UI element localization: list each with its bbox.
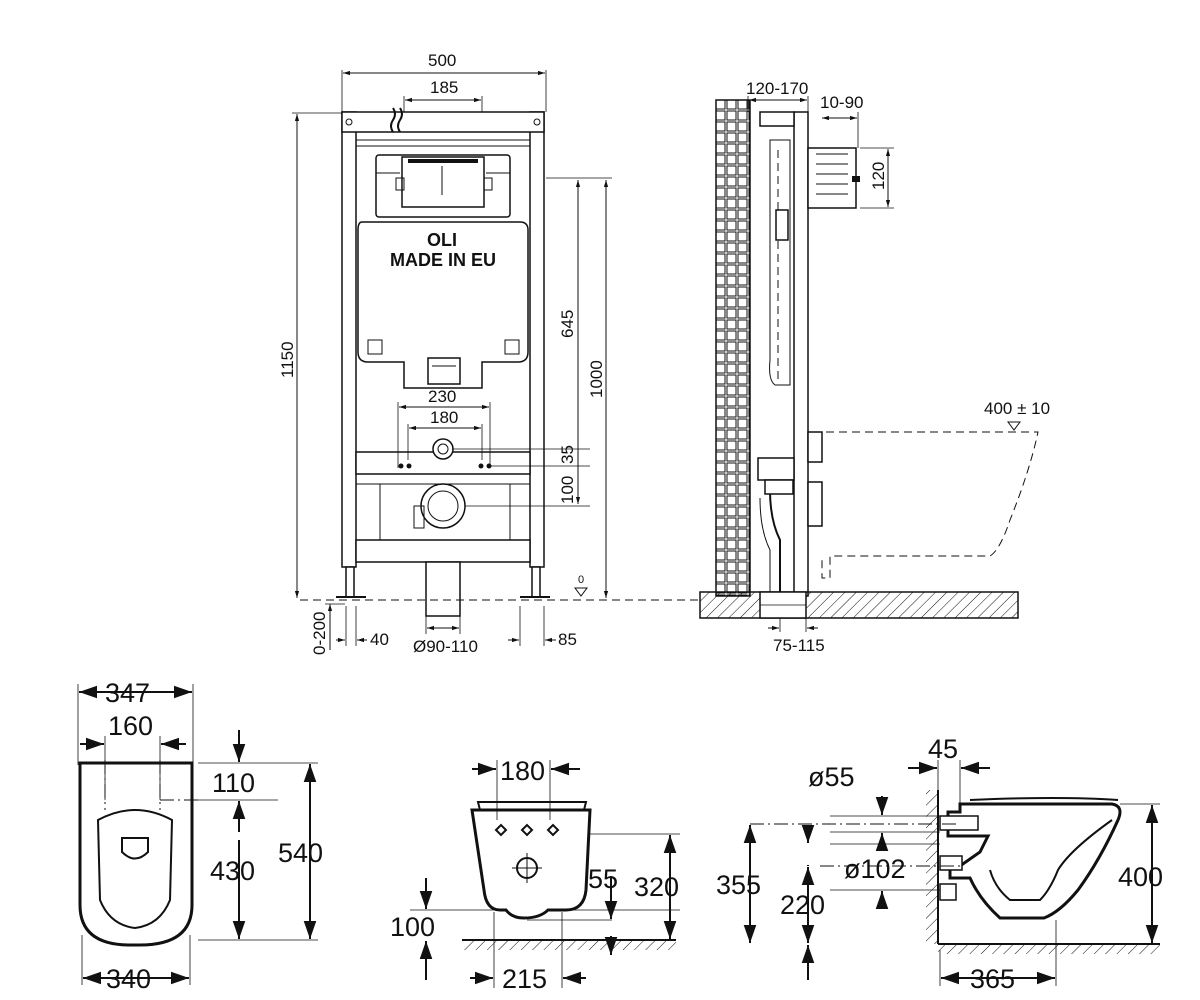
bowl-top-view: 347 160 110 430 540 340 [77,678,323,994]
dim-width-top: 185 [430,78,458,97]
dim-side-height-total: 355 [716,870,761,900]
dim-plate-height: 645 [558,310,577,338]
dim-bolt-inner: 180 [430,408,458,427]
dim-width-total: 500 [428,51,456,70]
dim-bolt-outer: 230 [428,387,456,406]
frame-side-view: 120-170 10-90 120 400 ± 10 75-115 [699,79,1050,655]
dim-side-inlet-diameter: ø55 [808,762,855,792]
dim-height-total: 1150 [278,341,297,378]
dim-floor-adjust: 0-200 [310,612,329,655]
dim-bowl-width-bottom: 340 [106,964,151,994]
dim-foot-left: 40 [370,630,389,649]
dim-back-base-width: 215 [502,964,547,994]
dim-side-outlet-diameter: ø102 [844,854,906,884]
dim-box-height: 120 [869,162,888,190]
dim-bowl-width-top: 347 [105,678,150,708]
dim-back-floor: 100 [390,912,435,942]
dim-back-height: 320 [634,872,679,902]
dim-offset: 10-90 [820,93,863,112]
dim-bowl-holes: 160 [108,711,153,741]
dim-side-outlet-height: 220 [780,890,825,920]
dim-bowl-hole-offset: 110 [212,768,255,798]
dim-bowl-length: 540 [278,838,323,868]
frame-logo-brand: OLI [427,230,457,250]
dim-bowl-inner: 430 [210,856,255,886]
dim-side-rim-height: 400 [1118,862,1163,892]
dim-bowl-projection: 400 ± 10 [984,399,1050,418]
bowl-back-view: 180 55 320 100 215 [390,756,680,994]
dim-side-depth: 365 [970,964,1015,994]
dim-back-pipe-offset: 55 [588,864,618,894]
dim-side-wall-gap: 45 [928,734,958,764]
dim-outlet-height: 1000 [587,360,606,398]
bowl-side-view: 45 ø55 ø102 355 220 400 [716,734,1163,994]
zero-mark: 0 [578,574,584,586]
dim-wall-depth: 120-170 [746,79,808,98]
dim-pipe-diameter: Ø90-110 [413,637,478,656]
dim-drain-height: 100 [558,476,577,504]
dim-back-bolts: 180 [500,756,545,786]
frame-front-view: 500 185 OLI MADE IN EU [278,51,700,656]
dim-foot-right: 85 [558,630,577,649]
frame-logo-origin: MADE IN EU [390,250,496,270]
dim-small-gap: 35 [558,445,577,464]
dim-base: 75-115 [773,636,825,655]
